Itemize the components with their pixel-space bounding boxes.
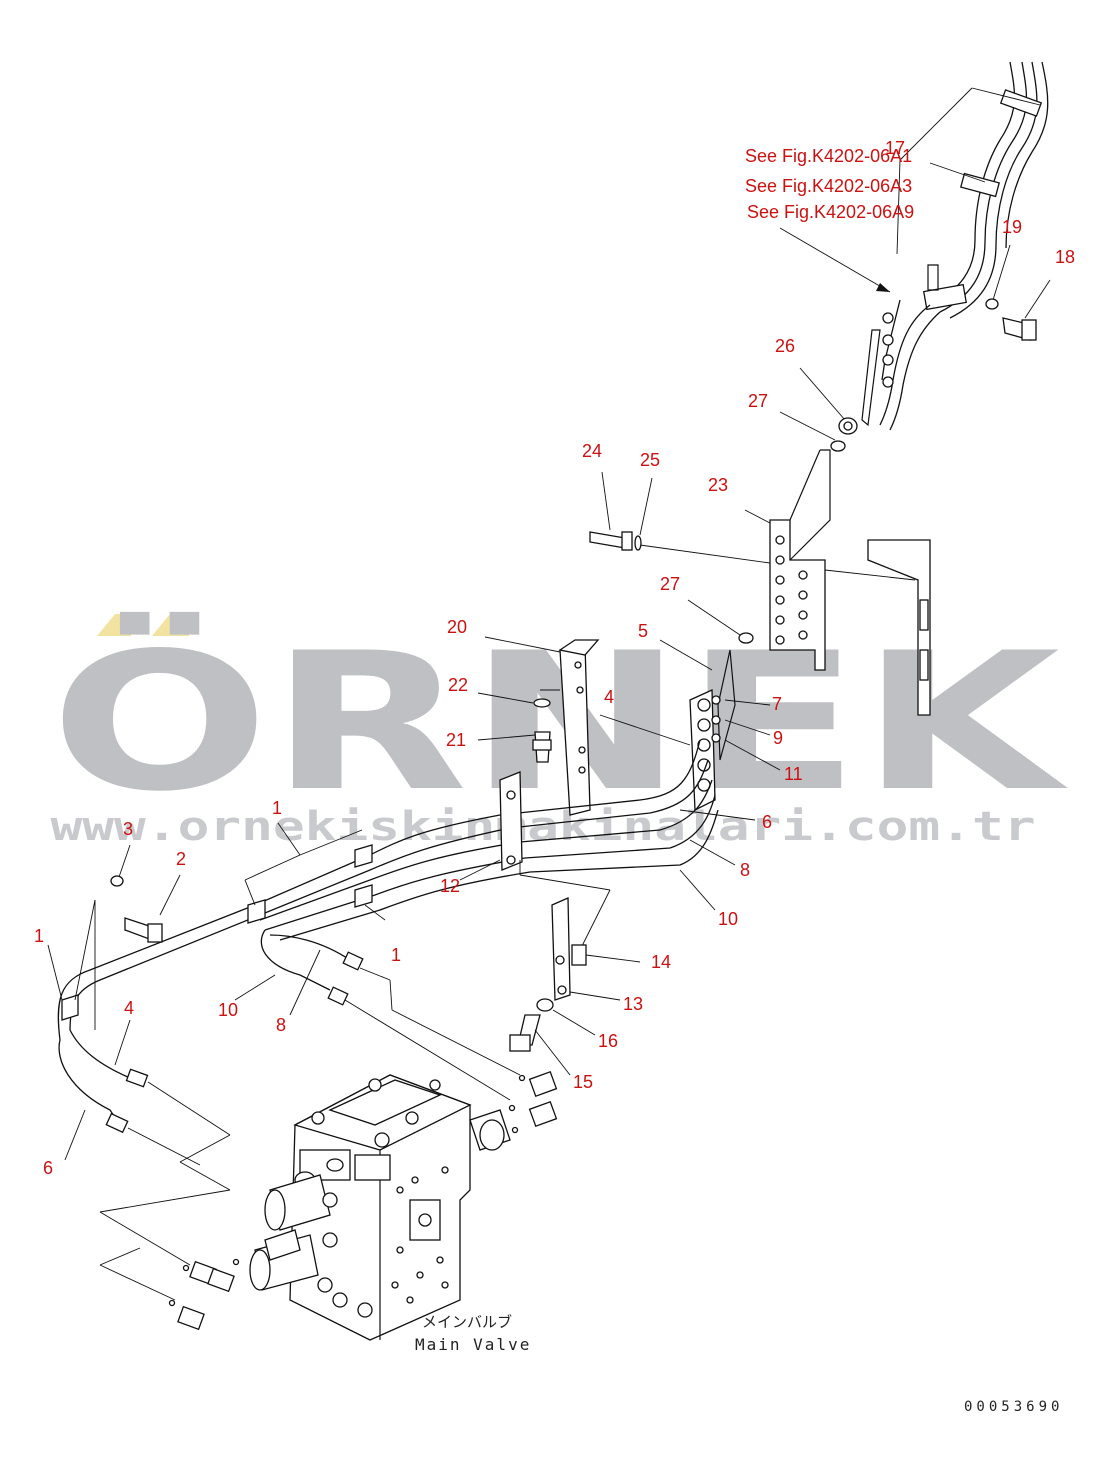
fasteners-left bbox=[110, 875, 163, 943]
ref-fig-06a3: See Fig.K4202-06A3 bbox=[745, 176, 912, 196]
callout-numbers: 17 19 18 26 27 24 25 23 27 5 20 22 4 7 9… bbox=[34, 138, 1075, 1178]
callout-6-lower: 6 bbox=[43, 1158, 53, 1178]
callout-4-lower: 4 bbox=[124, 998, 134, 1018]
clamp-13 bbox=[509, 897, 641, 1076]
callout-17: 17 bbox=[885, 138, 905, 158]
callout-23: 23 bbox=[708, 475, 728, 495]
bolt-24 bbox=[589, 471, 653, 551]
callout-1-left: 1 bbox=[34, 926, 44, 946]
callout-4-upper: 4 bbox=[604, 687, 614, 707]
bracket-20 bbox=[477, 636, 600, 816]
watermark-accent-right bbox=[152, 614, 189, 636]
callout-13: 13 bbox=[623, 994, 643, 1014]
drawing-number: 00053690 bbox=[964, 1399, 1063, 1415]
callout-8-upper: 8 bbox=[740, 860, 750, 880]
watermark: ÖRNEK www.ornekiskinmakinalari.com.tr bbox=[50, 611, 1068, 850]
callout-15: 15 bbox=[573, 1072, 593, 1092]
callout-10-lower: 10 bbox=[218, 1000, 238, 1020]
watermark-brand: ÖRNEK bbox=[50, 611, 1068, 833]
callout-6-upper: 6 bbox=[762, 812, 772, 832]
leader-lines-top bbox=[779, 87, 1051, 441]
callout-2: 2 bbox=[176, 849, 186, 869]
left-hoses bbox=[58, 929, 364, 1134]
callout-12: 12 bbox=[440, 876, 460, 896]
callout-14: 14 bbox=[651, 952, 671, 972]
callout-11: 11 bbox=[784, 764, 803, 784]
bracket-23 bbox=[639, 449, 931, 716]
callout-18: 18 bbox=[1055, 247, 1075, 267]
callout-19: 19 bbox=[1002, 217, 1022, 237]
callout-24: 24 bbox=[582, 441, 602, 461]
callout-20: 20 bbox=[447, 617, 467, 637]
washer-27-lower bbox=[659, 599, 754, 671]
callout-3: 3 bbox=[123, 819, 133, 839]
callout-1-mid: 1 bbox=[391, 945, 401, 965]
callout-16: 16 bbox=[598, 1031, 618, 1051]
callout-1-top: 1 bbox=[272, 798, 282, 818]
watermark-accent-left bbox=[97, 614, 131, 636]
main-valve-label-en: Main Valve bbox=[415, 1335, 531, 1354]
callout-25: 25 bbox=[640, 450, 660, 470]
upper-hose-bundle bbox=[861, 61, 1049, 431]
ref-fig-06a1: See Fig.K4202-06A1 bbox=[745, 146, 912, 166]
callout-21: 21 bbox=[446, 730, 466, 750]
callout-22: 22 bbox=[448, 675, 468, 695]
connection-lines bbox=[99, 967, 521, 1301]
callout-27-upper: 27 bbox=[748, 391, 768, 411]
callout-9: 9 bbox=[773, 728, 783, 748]
callout-27-lower: 27 bbox=[660, 574, 680, 594]
callout-8-lower: 8 bbox=[276, 1015, 286, 1035]
callout-10-upper: 10 bbox=[718, 909, 738, 929]
main-hose-bundle bbox=[57, 739, 719, 1041]
fasteners-top bbox=[830, 298, 1037, 452]
main-valve bbox=[168, 1070, 558, 1341]
main-valve-label-jp: メインバルブ bbox=[422, 1313, 512, 1331]
callout-5: 5 bbox=[638, 621, 648, 641]
ref-fig-06a9: See Fig.K4202-06A9 bbox=[747, 202, 914, 222]
watermark-url: www.ornekiskinmakinalari.com.tr bbox=[51, 804, 1036, 850]
leader-lines-mid bbox=[47, 714, 756, 1161]
callout-26: 26 bbox=[775, 336, 795, 356]
callout-7: 7 bbox=[772, 694, 782, 714]
